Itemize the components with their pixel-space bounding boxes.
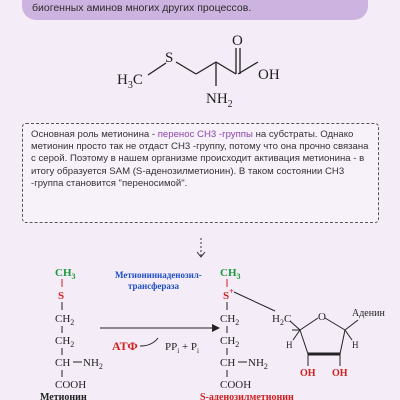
- svg-text:CH: CH: [220, 357, 235, 369]
- down-arrow-icon: [196, 238, 206, 258]
- svg-text:CH2: CH2: [220, 313, 239, 327]
- hydroxyl-label: OH: [258, 67, 280, 83]
- enzyme-line1: Метиониниаденозил-: [115, 270, 202, 280]
- svg-text:S: S: [58, 290, 64, 302]
- svg-text:PPi + Pi: PPi + Pi: [165, 341, 199, 355]
- banner-text: биогенных аминов многих других процессов…: [32, 2, 252, 14]
- info-text-rest: на субстраты. Однако метионин просто так…: [31, 129, 369, 189]
- reaction-scheme: CH3 S CH2 CH2 CH NH2 COOH Метионин Метио…: [40, 267, 385, 400]
- methyl-sub: 3: [128, 80, 133, 91]
- svg-text:CH2: CH2: [220, 335, 239, 349]
- svg-text:NH2: NH2: [83, 357, 103, 371]
- methionine-structure: H3C S O OH NH2: [117, 33, 280, 110]
- info-text-start: Основная роль метионина -: [31, 129, 158, 140]
- methionine-column: CH3 S CH2 CH2 CH NH2 COOH Метионин: [40, 267, 103, 400]
- amine-sub: 2: [228, 99, 233, 110]
- atp-label: АТФ: [112, 339, 138, 353]
- svg-text:CH2: CH2: [55, 313, 74, 327]
- sam-name: S-аденозилметионин: [200, 392, 294, 400]
- svg-text:H3C: H3C: [117, 72, 143, 91]
- svg-text:CH2: CH2: [55, 335, 74, 349]
- carbonyl-o: O: [232, 33, 243, 49]
- svg-text:OH: OH: [300, 368, 316, 379]
- reaction-arrowhead-icon: [212, 324, 220, 332]
- svg-text:H: H: [286, 340, 293, 350]
- info-box: Основная роль метионина - перенос СН3 -г…: [22, 123, 379, 223]
- svg-text:CH: CH: [55, 357, 70, 369]
- adenosine-ring: [233, 291, 359, 366]
- svg-text:NH2: NH2: [248, 357, 268, 371]
- svg-text:H2C: H2C: [272, 313, 291, 327]
- info-highlight: перенос СН3 -группы: [157, 129, 253, 140]
- methionine-name: Метионин: [40, 392, 87, 400]
- amine-label: NH: [206, 91, 228, 107]
- sam-column: CH3 S+ CH2 CH2 CH NH2 COOH S-аденозилмет…: [200, 267, 294, 400]
- svg-text:H: H: [352, 340, 359, 350]
- svg-text:COOH: COOH: [55, 379, 86, 391]
- methyl-c: C: [133, 72, 143, 88]
- svg-text:NH2: NH2: [206, 91, 233, 110]
- svg-text:COOH: COOH: [220, 379, 251, 391]
- ring-oxygen: O: [318, 311, 326, 323]
- svg-text:S+: S+: [223, 287, 234, 302]
- svg-text:OH: OH: [332, 368, 348, 379]
- top-banner: биогенных аминов многих других процессов…: [22, 0, 368, 20]
- adenine-label: Аденин: [352, 308, 385, 319]
- svg-text:CH3: CH3: [220, 267, 241, 281]
- sulfur-label: S: [165, 50, 173, 66]
- svg-text:CH3: CH3: [55, 267, 76, 281]
- methyl-h: H: [117, 72, 128, 88]
- enzyme-line2: трансфераза: [128, 281, 179, 291]
